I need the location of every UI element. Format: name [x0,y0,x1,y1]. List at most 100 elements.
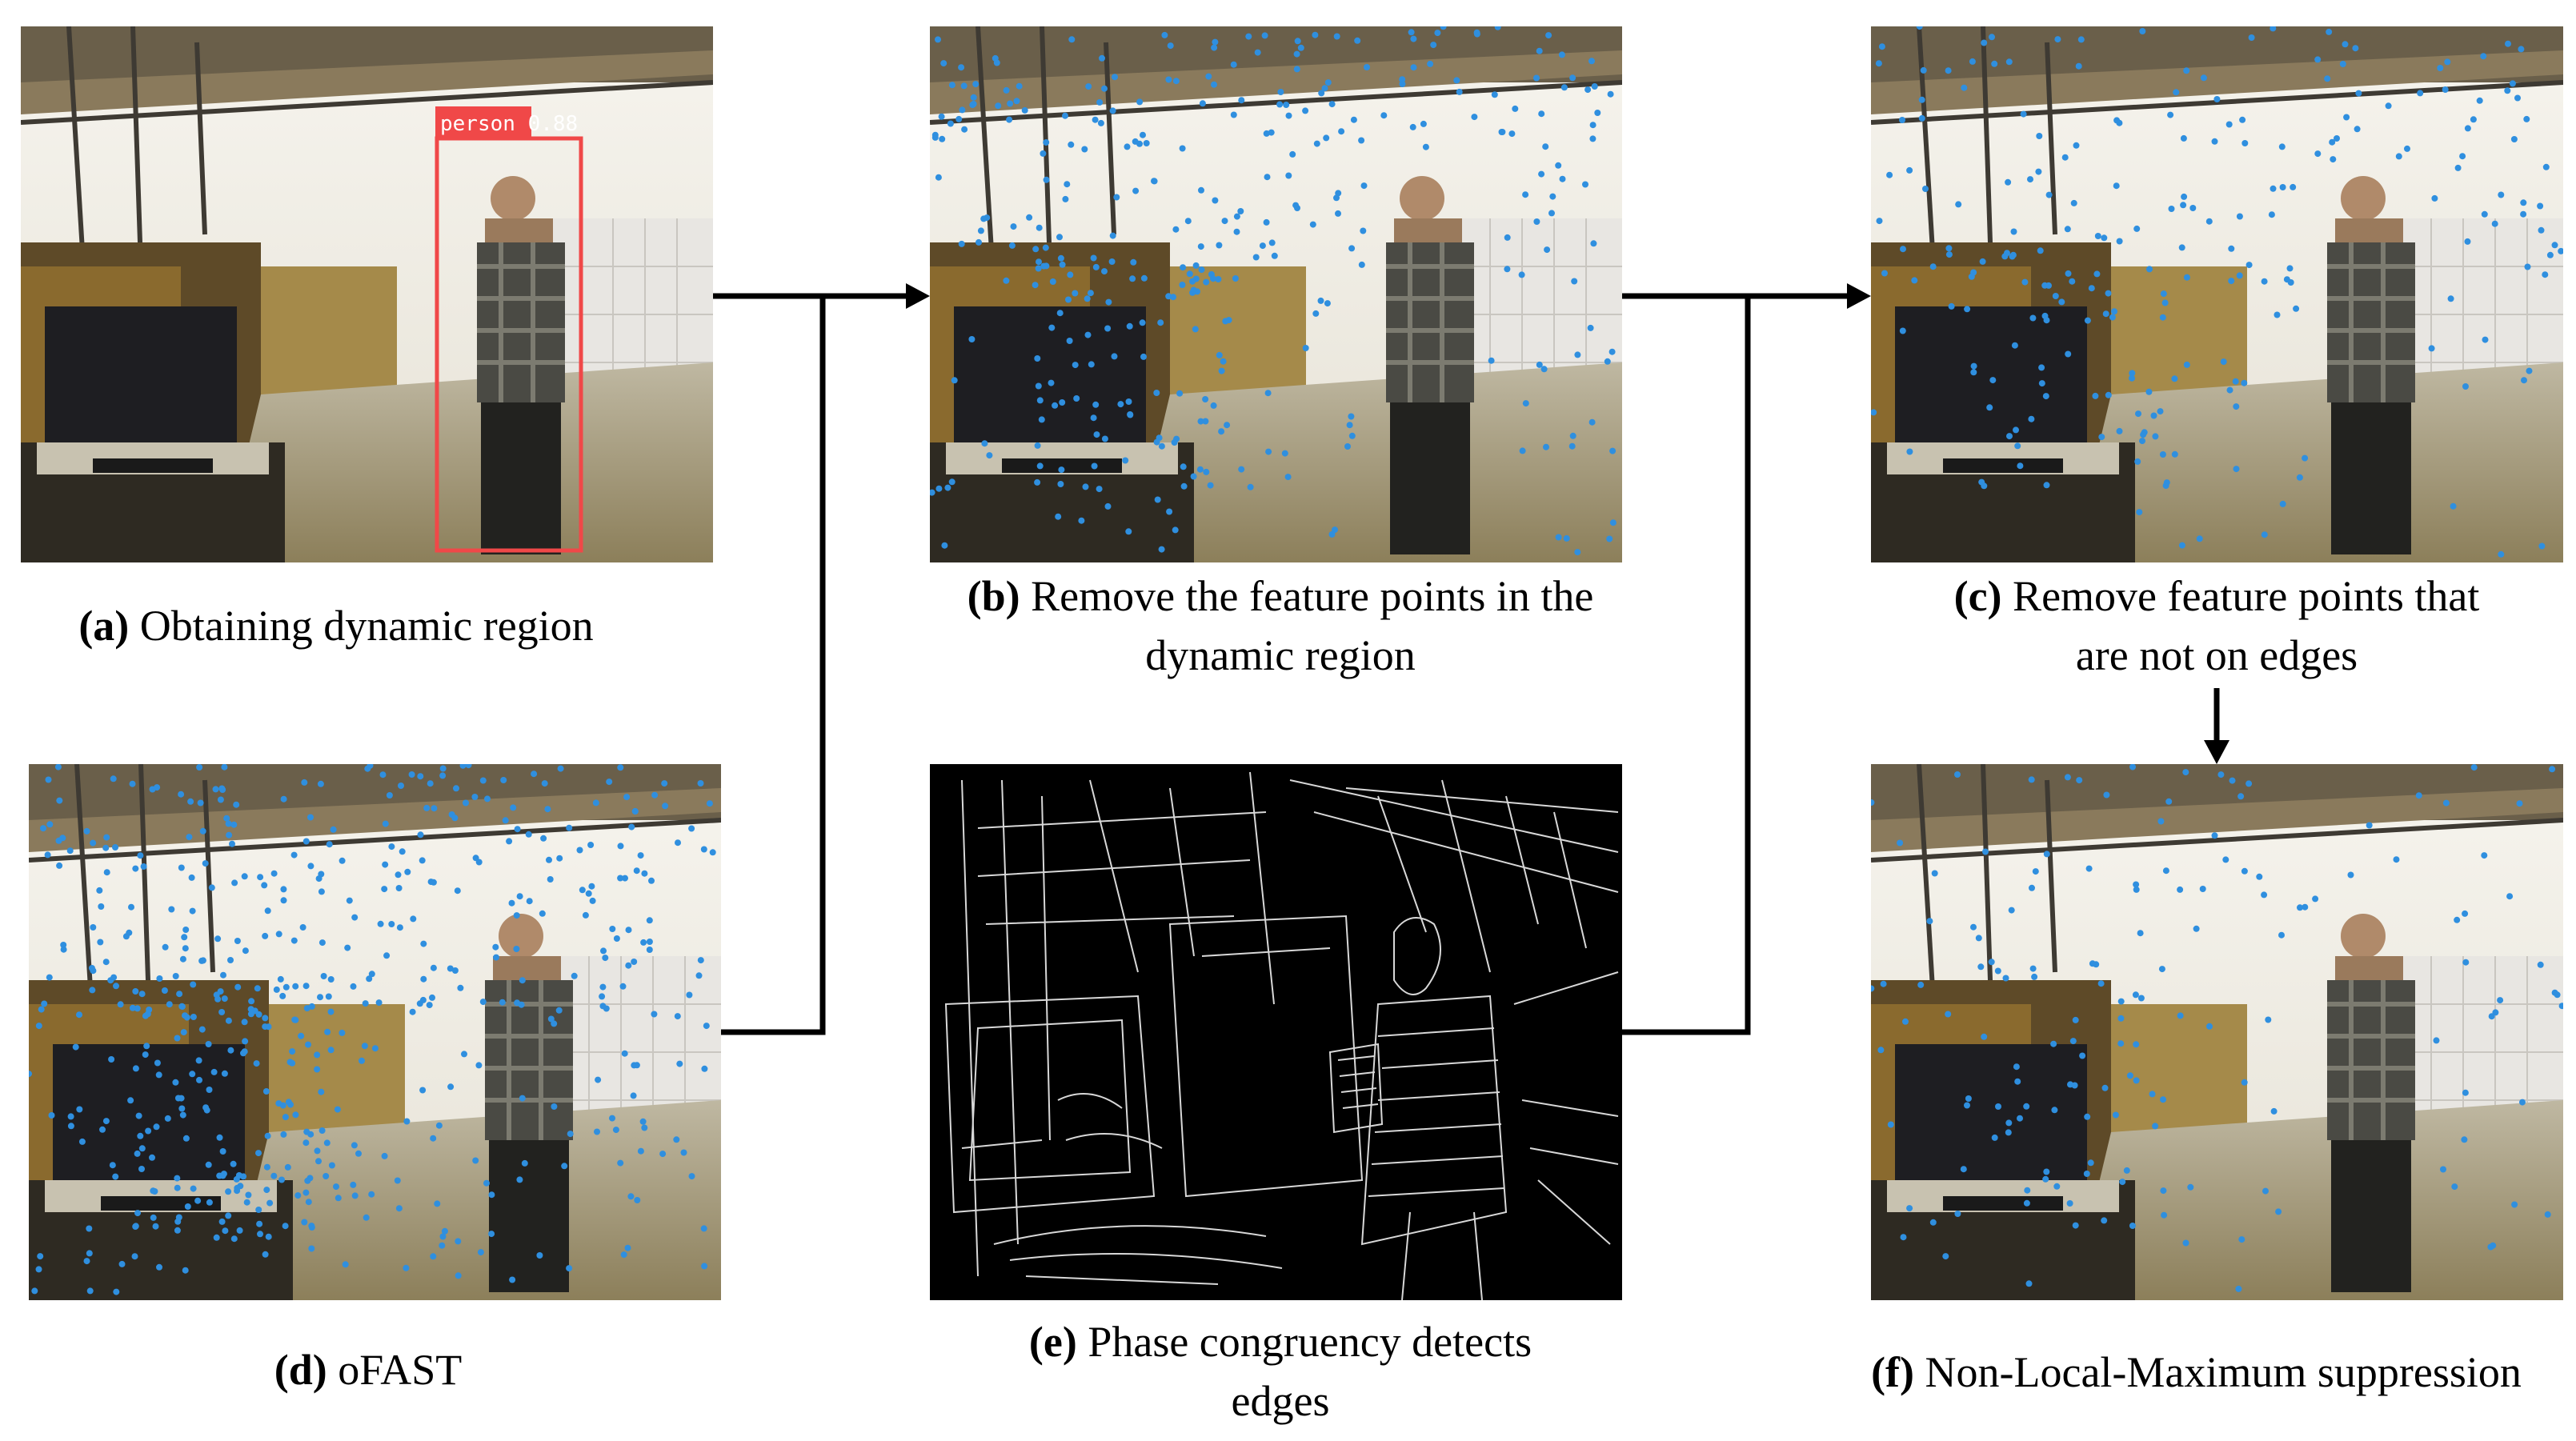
feature-point [1285,172,1292,179]
feature-point [1945,67,1952,74]
feature-point [1989,377,1997,384]
feature-point [1886,171,1893,178]
feature-point [1104,325,1112,332]
feature-point [981,440,988,447]
feature-point [2217,771,2225,779]
feature-point [198,1026,206,1033]
feature-point [29,1071,32,1078]
feature-point [2005,1129,2012,1136]
feature-point [1180,463,1187,470]
feature-point [1197,418,1204,425]
feature-point [640,939,647,946]
feature-point [1587,324,1594,331]
feature-point [2228,278,2235,285]
panel-f-image [1871,764,2563,1300]
feature-point [938,113,945,120]
feature-point [2041,312,2049,319]
feature-point [138,1166,145,1172]
feature-point [1986,404,1993,411]
feature-point [1192,326,1199,333]
feature-point [606,779,613,786]
feature-point [2440,1166,2446,1173]
feature-point [585,890,592,897]
feature-point [2187,1183,2194,1191]
feature-point [2134,458,2141,465]
feature-point [1518,271,1525,278]
feature-point [977,227,984,234]
feature-point [2159,451,2166,458]
feature-point [2182,769,2189,776]
feature-point [138,1145,146,1152]
feature-point [2042,393,2049,400]
feature-point [2023,1199,2030,1207]
feature-point [1158,442,1165,450]
feature-point [1871,985,1875,992]
feature-point [1081,146,1088,153]
feature-point [551,1020,558,1027]
feature-point [1097,119,1104,126]
feature-point [128,903,134,911]
feature-point [519,977,526,984]
feature-point [132,1223,139,1230]
feature-point [2116,238,2123,245]
feature-point [2116,427,2123,434]
feature-point [1068,141,1075,148]
feature-point [138,991,146,998]
feature-point [2312,895,2319,903]
feature-point [2270,185,2277,192]
feature-point [2278,931,2285,939]
feature-point [1197,243,1204,250]
feature-point [2101,1084,2109,1091]
feature-point [1179,145,1186,152]
feature-point [320,973,327,979]
feature-point [234,938,241,944]
feature-point [2177,886,2184,893]
feature-point [395,1205,403,1212]
feature-point [1130,258,1137,266]
feature-point [430,964,437,971]
feature-point [1285,112,1292,119]
feature-point [1991,60,1998,67]
feature-point [435,1122,443,1129]
feature-point [301,779,308,786]
feature-point [2183,274,2190,281]
detection-box [435,136,583,553]
feature-point [1048,324,1056,331]
feature-point [72,1043,79,1051]
feature-point [609,1115,615,1122]
feature-point [980,215,988,222]
feature-point [88,965,95,971]
feature-point [602,955,609,962]
feature-point [56,797,63,804]
feature-point [1101,435,1108,442]
feature-point [1430,42,1437,49]
feature-point [617,1159,624,1167]
feature-point [434,1200,441,1207]
feature-point [622,875,628,882]
feature-point [930,489,935,496]
feature-point [539,910,546,917]
feature-point [178,791,185,798]
feature-point [695,972,703,979]
feature-point [439,1242,446,1249]
feature-point [1064,181,1071,188]
feature-point [599,993,606,1000]
feature-point [1918,114,1925,122]
feature-point [317,780,324,787]
feature-point [223,815,230,822]
feature-point [948,82,955,89]
feature-point [2027,176,2033,183]
feature-point [1589,122,1596,129]
feature-point [127,1097,134,1104]
feature-point [2520,199,2527,206]
feature-point [1151,178,1158,185]
feature-point [1127,411,1134,418]
feature-point [1057,254,1064,262]
feature-point [634,1197,641,1203]
feature-point [172,1079,179,1086]
feature-point [1221,218,1228,225]
feature-point [1881,270,1888,277]
feature-point [359,1057,365,1064]
feature-point [225,1188,232,1195]
feature-point [2126,1072,2133,1079]
